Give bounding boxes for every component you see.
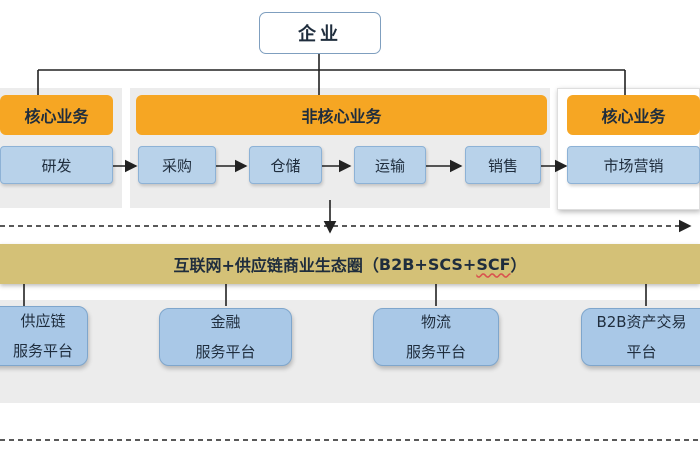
- core-right-header: 核心业务: [567, 95, 700, 135]
- ecosystem-scs: SCS: [427, 254, 463, 274]
- core-right-item-marketing: 市场营销: [567, 146, 700, 184]
- platform-line2: 服务平台: [405, 343, 466, 361]
- core-left-item-rd: 研发: [0, 146, 113, 184]
- ecosystem-scf: SCF: [476, 254, 511, 274]
- platform-finance: 金融 服务平台: [159, 308, 292, 366]
- non-core-item-warehouse: 仓储: [249, 146, 322, 184]
- platform-logistics: 物流 服务平台: [373, 308, 499, 366]
- platform-b2b-asset: B2B资产交易 平台: [581, 308, 700, 366]
- core-left-header: 核心业务: [0, 95, 113, 135]
- platform-line2: 平台: [626, 343, 657, 361]
- ecosystem-plus-1: +: [414, 254, 428, 274]
- ecosystem-b2b: B2B: [378, 254, 415, 274]
- platform-supply-chain: 供应链 服务平台: [0, 306, 88, 366]
- non-core-header: 非核心业务: [136, 95, 547, 135]
- non-core-item-sales: 销售: [465, 146, 541, 184]
- platform-line1: 物流: [420, 313, 451, 331]
- ecosystem-prefix: 互联网+供应链商业生态圈（: [173, 256, 379, 275]
- ecosystem-banner: 互联网+供应链商业生态圈（B2B+SCS+SCF）: [0, 244, 700, 284]
- platform-line2: 服务平台: [195, 343, 256, 361]
- non-core-item-transport: 运输: [354, 146, 426, 184]
- ecosystem-suffix: ）: [510, 256, 527, 275]
- platform-line1: 供应链: [20, 312, 66, 330]
- platform-line1: B2B资产交易: [596, 313, 687, 331]
- platform-line1: 金融: [210, 313, 241, 331]
- platform-line2: 服务平台: [12, 342, 73, 360]
- company-box: 企业: [259, 12, 381, 54]
- ecosystem-plus-2: +: [462, 254, 477, 274]
- non-core-item-purchase: 采购: [138, 146, 216, 184]
